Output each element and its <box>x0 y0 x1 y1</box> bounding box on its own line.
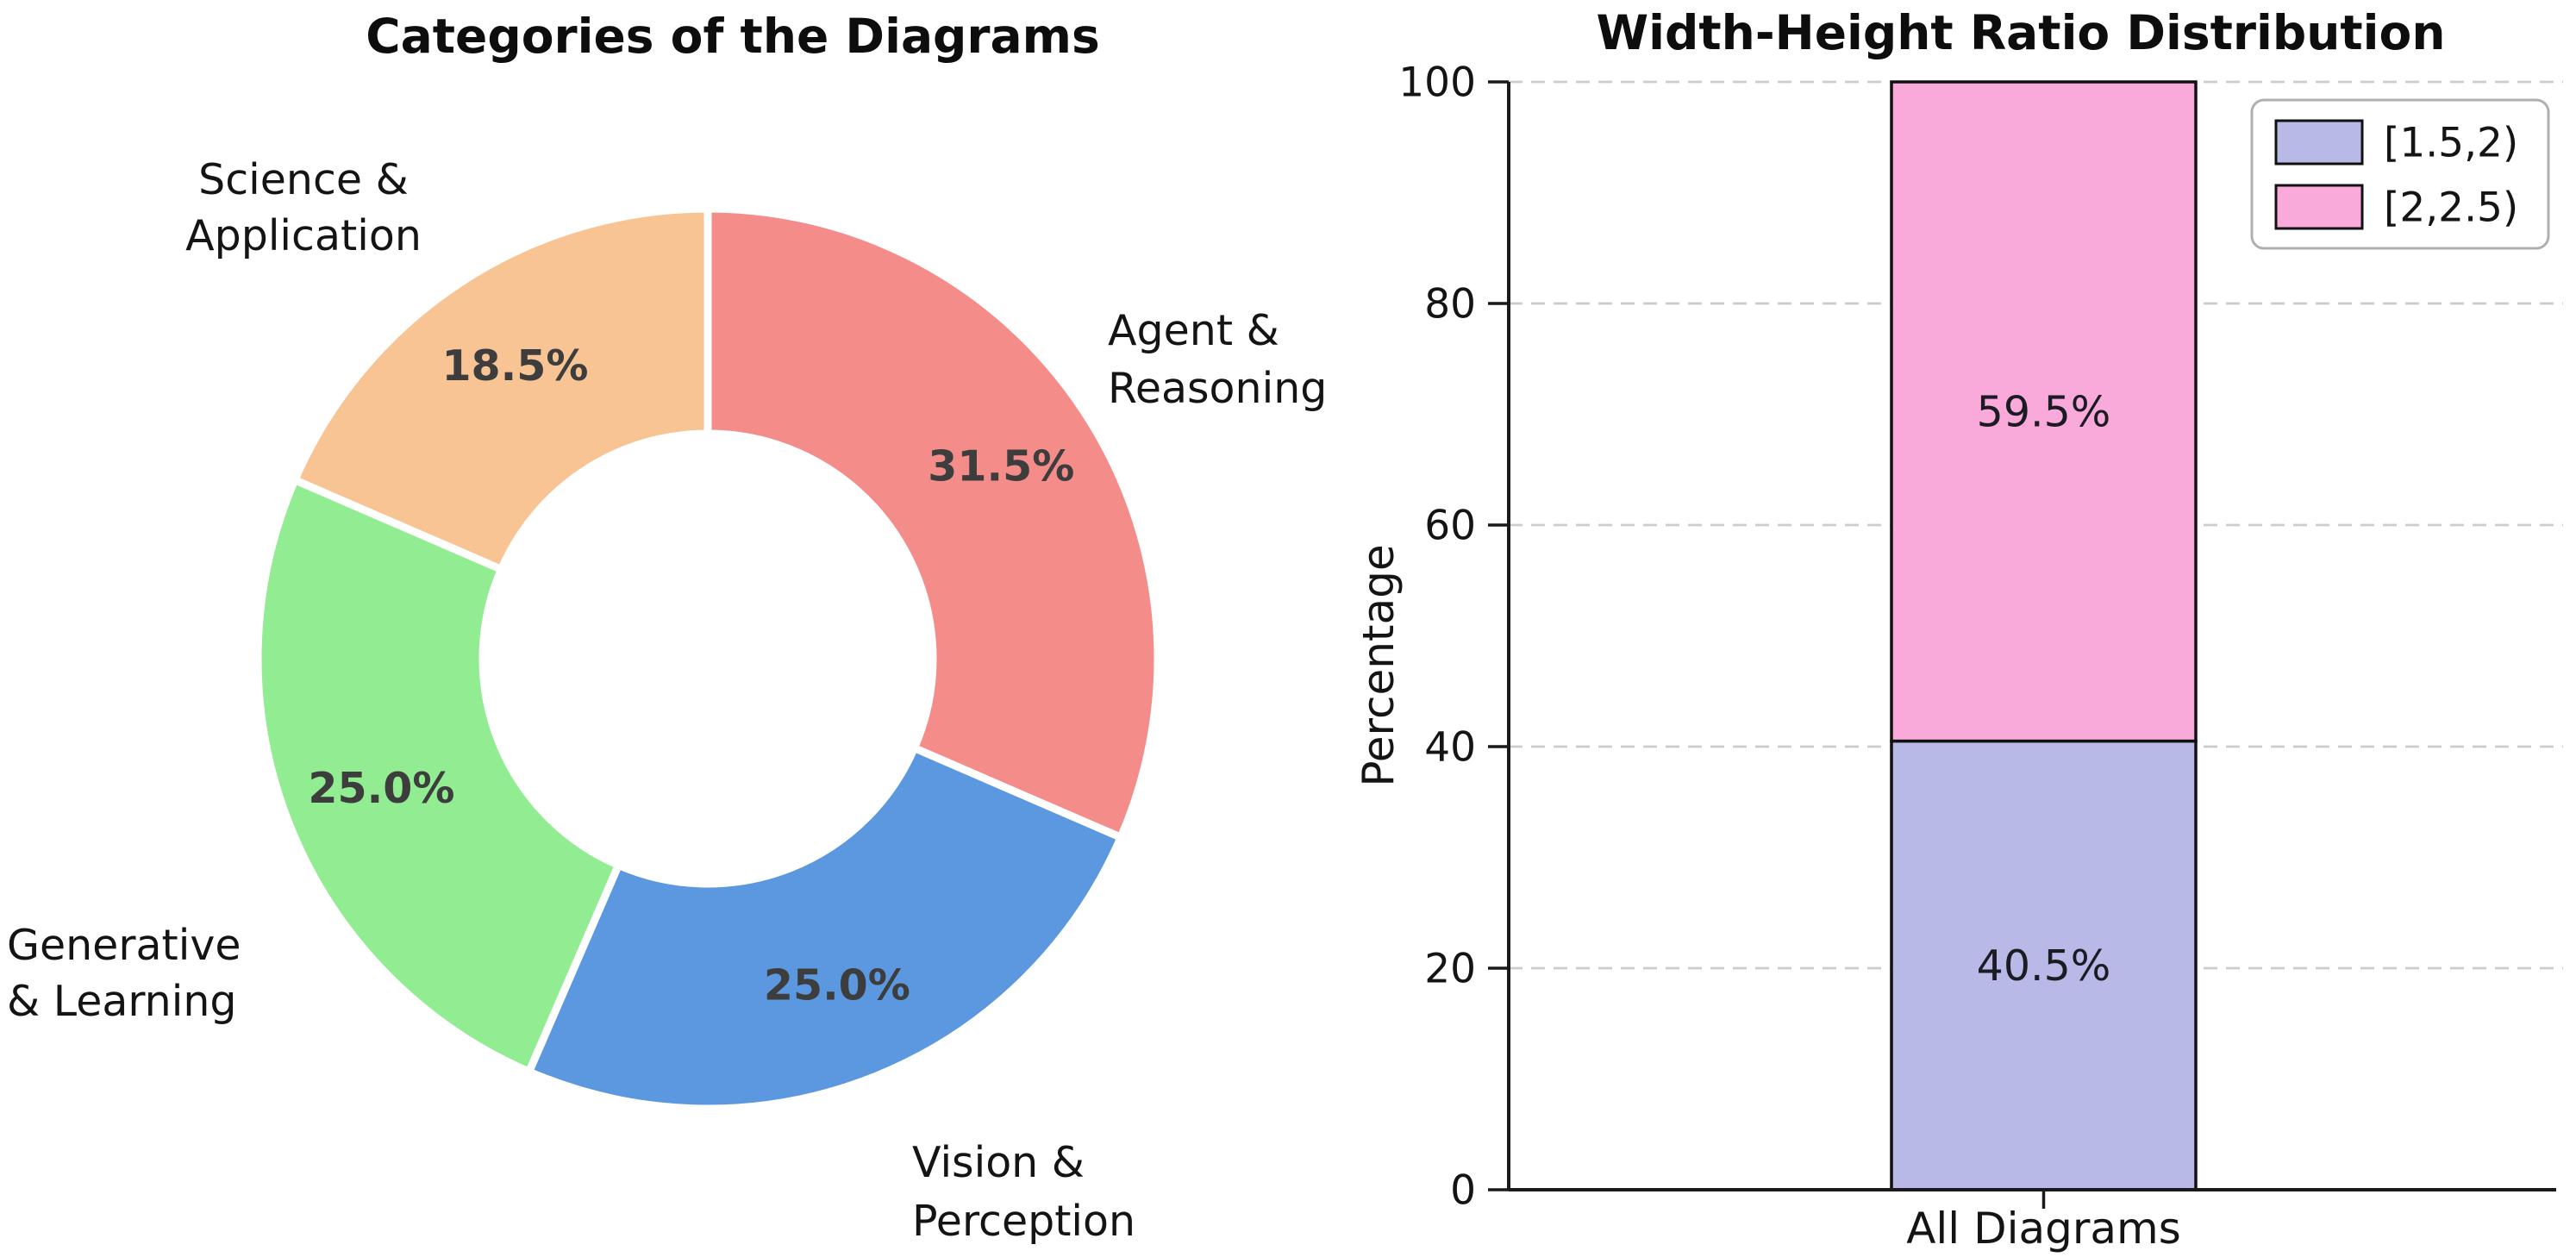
pie-category-label-science-application-line2: Application <box>185 211 422 260</box>
pie-category-label-agent-reasoning-line2: Reasoning <box>1108 364 1327 413</box>
y-axis-label: Percentage <box>1354 544 1404 787</box>
y-tick-label-80: 80 <box>1424 280 1476 328</box>
legend-swatch-2-2-5 <box>2274 184 2364 230</box>
pie-slice-agent-reasoning <box>703 204 1162 841</box>
pie-category-label-vision-perception-line2: Perception <box>912 1197 1135 1246</box>
pie-slice-science-application <box>291 204 712 573</box>
y-tick-label-0: 0 <box>1450 1166 1476 1214</box>
pie-pct-label-generative-learning: 25.0% <box>308 764 454 813</box>
legend-swatch-1-5-2 <box>2274 119 2364 166</box>
pie-pct-label-vision-perception: 25.0% <box>764 961 910 1010</box>
y-tick-label-40: 40 <box>1424 723 1476 771</box>
pie-category-label-generative-learning-line1: Generative <box>7 921 241 970</box>
bar-segment-label-1-5-2: 40.5% <box>1977 941 2111 991</box>
x-tick-label-all-diagrams: All Diagrams <box>1906 1204 2181 1254</box>
pie-chart-title: Categories of the Diagrams <box>366 9 1100 64</box>
pie-category-label-science-application-line1: Science & <box>198 155 409 204</box>
bar-segment-2-2-5 <box>1890 80 2198 743</box>
bar-segment-1-5-2 <box>1890 739 2198 1191</box>
pie-slice-generative-learning <box>253 476 622 1076</box>
pie-category-label-vision-perception-line1: Vision & <box>912 1138 1085 1187</box>
pie-pct-label-science-application: 18.5% <box>441 341 588 391</box>
legend-label-1-5-2: [1.5,2) <box>2384 119 2518 166</box>
y-tick-label-20: 20 <box>1424 945 1476 992</box>
pie-pct-label-agent-reasoning: 31.5% <box>928 442 1074 491</box>
pie-category-label-generative-learning-line2: & Learning <box>7 977 237 1026</box>
legend-label-2-2-5: [2,2.5) <box>2384 184 2518 231</box>
pie-slice-vision-perception <box>525 744 1125 1113</box>
pie-category-label-agent-reasoning-line1: Agent & <box>1108 306 1279 355</box>
bar-chart-title: Width-Height Ratio Distribution <box>1596 5 2446 60</box>
y-tick-label-100: 100 <box>1398 59 1476 106</box>
y-tick-label-60: 60 <box>1424 502 1476 549</box>
bar-segment-label-2-2-5: 59.5% <box>1977 387 2111 436</box>
